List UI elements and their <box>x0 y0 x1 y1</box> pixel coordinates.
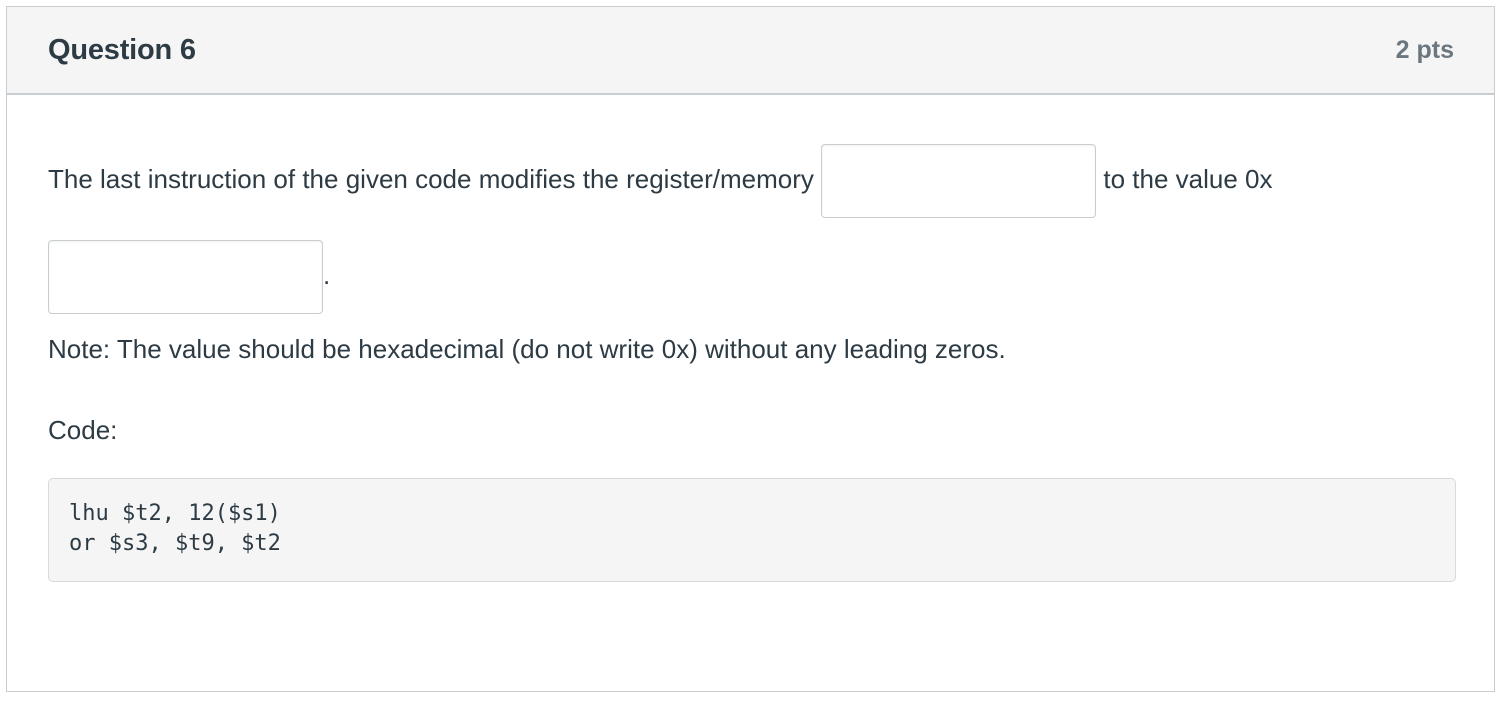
points-badge: 2 pts <box>1395 35 1454 64</box>
hex-value-input[interactable] <box>48 240 323 315</box>
question-header: Question 6 2 pts <box>7 7 1494 95</box>
code-label: Code: <box>48 414 118 445</box>
code-block: lhu $t2, 12($s1) or $s3, $t9, $t2 <box>48 478 1456 583</box>
prompt-text-part-2: to the value 0x <box>1096 164 1273 194</box>
question-card: Question 6 2 pts The last instruction of… <box>6 6 1495 692</box>
register-memory-input[interactable] <box>821 144 1097 219</box>
page-title: Question 6 <box>48 33 196 66</box>
hex-format-note: Note: The value should be hexadecimal (d… <box>48 334 1006 364</box>
code-content: lhu $t2, 12($s1) or $s3, $t9, $t2 <box>69 501 281 557</box>
question-body: The last instruction of the given code m… <box>7 95 1494 583</box>
prompt-text-part-3: . <box>323 260 331 290</box>
question-prompt: The last instruction of the given code m… <box>48 131 1408 323</box>
prompt-text-part-1: The last instruction of the given code m… <box>48 164 822 194</box>
